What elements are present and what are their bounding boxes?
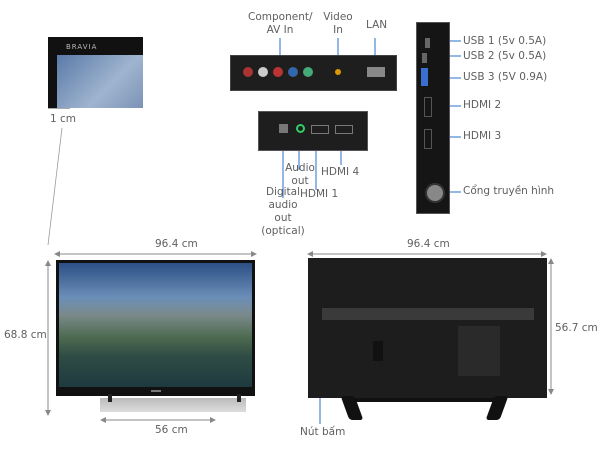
tv-screen-image <box>59 263 252 387</box>
usb2-label: USB 2 (5v 0.5A) <box>463 50 547 62</box>
front-height-label: 68.8 cm <box>4 329 47 341</box>
hdmi3-label: HDMI 3 <box>463 130 502 142</box>
top-connector-panel <box>230 55 397 91</box>
hdmi1-label: HDMI 1 <box>300 188 339 200</box>
component-av-label: Component/AV In <box>248 11 313 36</box>
tv-front-stand <box>100 398 246 412</box>
antenna-port-label: Cổng truyền hình <box>463 185 555 197</box>
bezel-thickness-label: 1 cm <box>50 113 77 125</box>
usb1-label: USB 1 (5v 0.5A) <box>463 35 547 47</box>
tv-back <box>308 258 547 398</box>
stand-width-label: 56 cm <box>155 424 188 436</box>
hdmi2-label: HDMI 2 <box>463 99 502 111</box>
bravia-logo: BRAVIA <box>66 43 98 51</box>
bottom-connector-panel <box>258 111 368 151</box>
back-height-label: 56.7 cm <box>555 322 598 334</box>
back-width-label: 96.4 cm <box>407 238 450 250</box>
tv-back-stand <box>348 398 504 402</box>
usb3-label: USB 3 (5V 0.9A) <box>463 71 548 83</box>
side-connector-panel <box>416 22 450 214</box>
tv-front <box>56 260 255 396</box>
control-button-label: Nút bấm <box>300 426 346 438</box>
lan-label: LAN <box>366 19 388 31</box>
front-width-label: 96.4 cm <box>155 238 198 250</box>
bezel-closeup: BRAVIA <box>48 37 143 108</box>
hdmi4-label: HDMI 4 <box>321 166 360 178</box>
